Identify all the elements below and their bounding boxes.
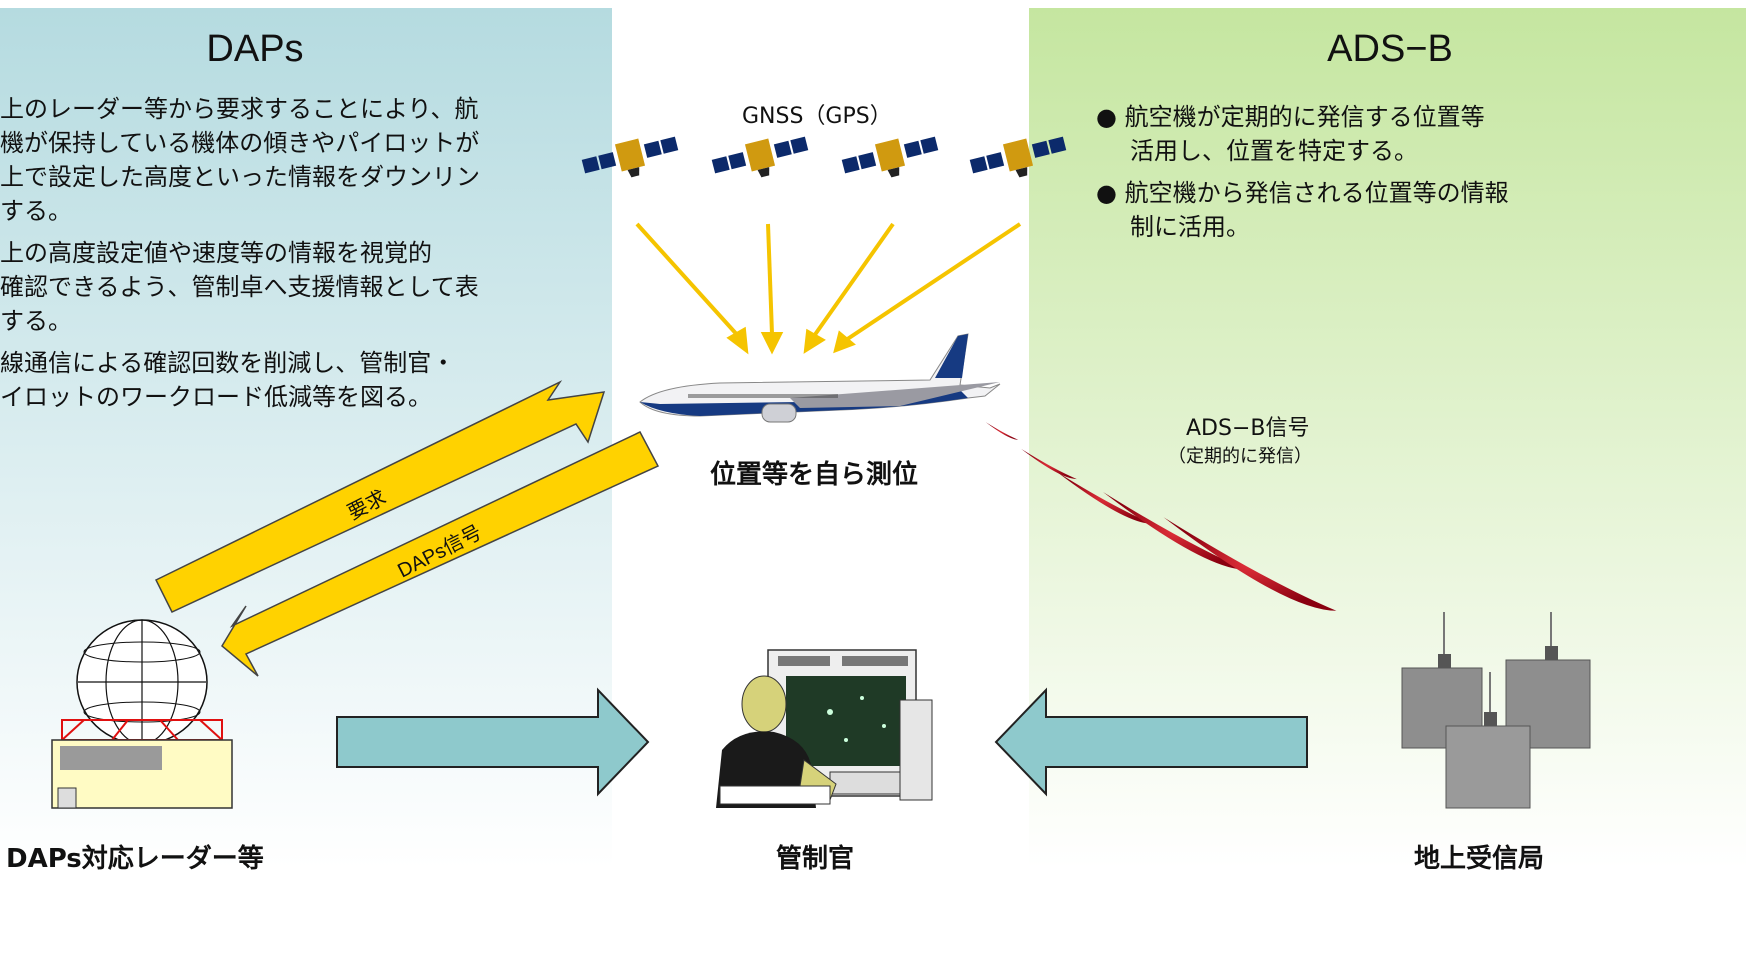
adsb-bullet-line: ● 航空機が定期的に発信する位置等: [1096, 103, 1485, 131]
dap-bullet-line: 線通信による確認回数を削減し、管制官・: [0, 349, 456, 377]
dap-bullet-line: 確認できるよう、管制卓へ支援情報として表: [0, 273, 479, 301]
radar-label: DAPs対応レーダー等: [6, 844, 264, 874]
ground-station-icon: [1401, 612, 1591, 809]
station-to-controller-arrow: [994, 687, 1308, 797]
satellite-icon: [840, 130, 942, 188]
aircraft-icon: [639, 333, 1001, 423]
dap-bullet-line: 上で設定した高度といった情報をダウンリン: [0, 163, 480, 191]
dap-bullet-line: する。: [0, 307, 72, 335]
adsb-title: ADS−B: [1327, 28, 1453, 70]
dap-bullet-line: 上の高度設定値や速度等の情報を視覚的: [0, 239, 432, 267]
dap-bullets: 上のレーダー等から要求することにより、航 機が保持している機体の傾きやパイロット…: [0, 92, 560, 414]
dap-bullet-line: イロットのワークロード低減等を図る。: [0, 383, 432, 411]
gnss-signal-lines: [635, 222, 1022, 355]
adsb-signal-sublabel: （定期的に発信）: [1168, 446, 1312, 467]
adsb-bullets: ● 航空機が定期的に発信する位置等 活用し、位置を特定する。 ● 航空機から発信…: [1096, 100, 1746, 244]
request-arrow: [154, 380, 606, 613]
ground-station-label: 地上受信局: [1414, 844, 1545, 874]
satellite-icon: [710, 130, 812, 188]
dap-bullet-line: 機が保持している機体の傾きやパイロットが: [0, 129, 480, 157]
daps-signal-arrow: [221, 431, 660, 677]
dap-bullet-line: 上のレーダー等から要求することにより、航: [0, 95, 479, 123]
adsb-signal-label: ADS−B信号: [1186, 416, 1310, 441]
aircraft-label: 位置等を自ら測位: [710, 460, 919, 490]
dap-title: DAPs: [206, 28, 304, 70]
controller-label: 管制官: [776, 844, 855, 874]
adsb-bullet-line: ● 航空機から発信される位置等の情報: [1096, 179, 1509, 207]
controller-icon: [716, 649, 933, 808]
radar-icon: [51, 619, 233, 809]
adsb-wave: [985, 422, 1019, 440]
adsb-bullet-line: 活用し、位置を特定する。: [1130, 137, 1418, 165]
dap-to-controller-arrow: [336, 687, 650, 797]
gnss-label: GNSS（GPS）: [742, 104, 892, 129]
dap-bullet-line: する。: [0, 197, 72, 225]
adsb-bullet-line: 制に活用。: [1130, 213, 1250, 241]
